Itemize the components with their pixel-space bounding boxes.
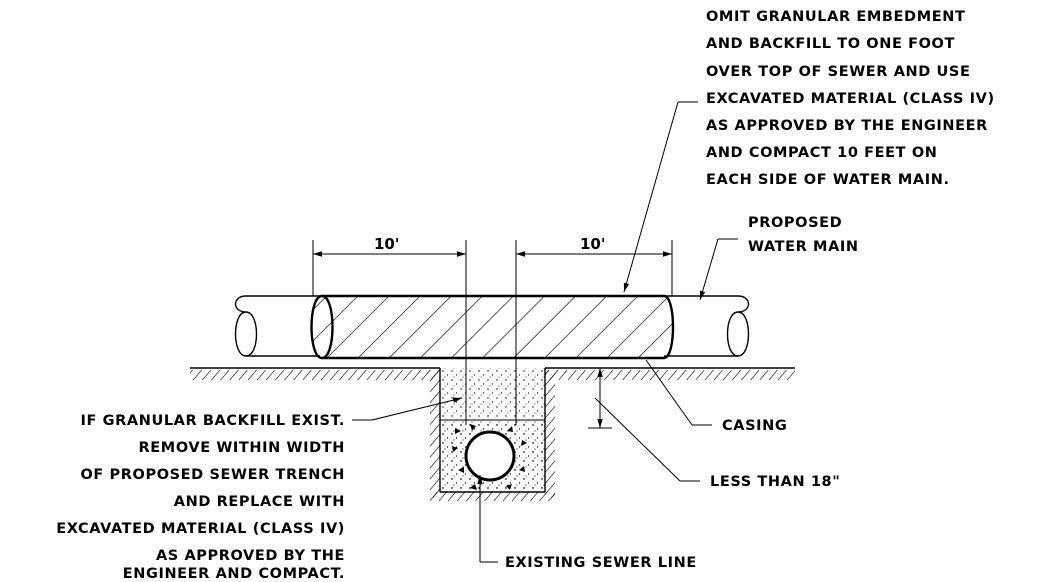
existing-sewer-pipe [452, 424, 527, 490]
top-note-line-6: AND COMPACT 10 FEET ON [706, 145, 937, 161]
less-than-label: LESS THAN 18" [710, 474, 840, 490]
water-main-pipe [234, 295, 750, 357]
dimension-right: 10' [515, 235, 673, 425]
left-note: IF GRANULAR BACKFILL EXIST. REMOVE WITHI… [56, 413, 345, 582]
leaders [352, 101, 738, 563]
top-note-line-3: OVER TOP OF SEWER AND USE [706, 64, 970, 80]
existing-sewer-label: EXISTING SEWER LINE [505, 555, 697, 571]
top-note-line-2: AND BACKFILL TO ONE FOOT [706, 36, 955, 52]
dimension-right-label: 10' [580, 235, 605, 253]
dimension-left-label: 10' [374, 235, 399, 253]
left-note-line-6: AS APPROVED BY THE [156, 548, 345, 564]
proposed-label-line-1: PROPOSED [748, 215, 842, 231]
left-note-line-2: REMOVE WITHIN WIDTH [139, 440, 345, 456]
clearance-dimension [588, 368, 700, 482]
top-note-line-7: EACH SIDE OF WATER MAIN. [706, 172, 950, 188]
top-note-line-1: OMIT GRANULAR EMBEDMENT [706, 9, 965, 25]
top-note-line-5: AS APPROVED BY THE ENGINEER [706, 118, 988, 134]
top-note-line-4: EXCAVATED MATERIAL (CLASS IV) [706, 91, 995, 107]
left-note-line-4: AND REPLACE WITH [174, 494, 345, 510]
dimension-left: 10' [312, 235, 467, 425]
ground-surface [190, 367, 795, 380]
casing-label: CASING [722, 418, 787, 434]
top-note: OMIT GRANULAR EMBEDMENT AND BACKFILL TO … [706, 9, 995, 188]
casing-pipe [310, 294, 675, 360]
left-note-line-1: IF GRANULAR BACKFILL EXIST. [80, 413, 345, 429]
left-note-line-5: EXCAVATED MATERIAL (CLASS IV) [56, 521, 345, 537]
left-note-line-7: ENGINEER AND COMPACT. [123, 566, 345, 582]
left-note-line-3: OF PROPOSED SEWER TRENCH [80, 467, 345, 483]
proposed-label-line-2: WATER MAIN [748, 239, 859, 255]
proposed-water-main-label: PROPOSED WATER MAIN [748, 215, 859, 255]
